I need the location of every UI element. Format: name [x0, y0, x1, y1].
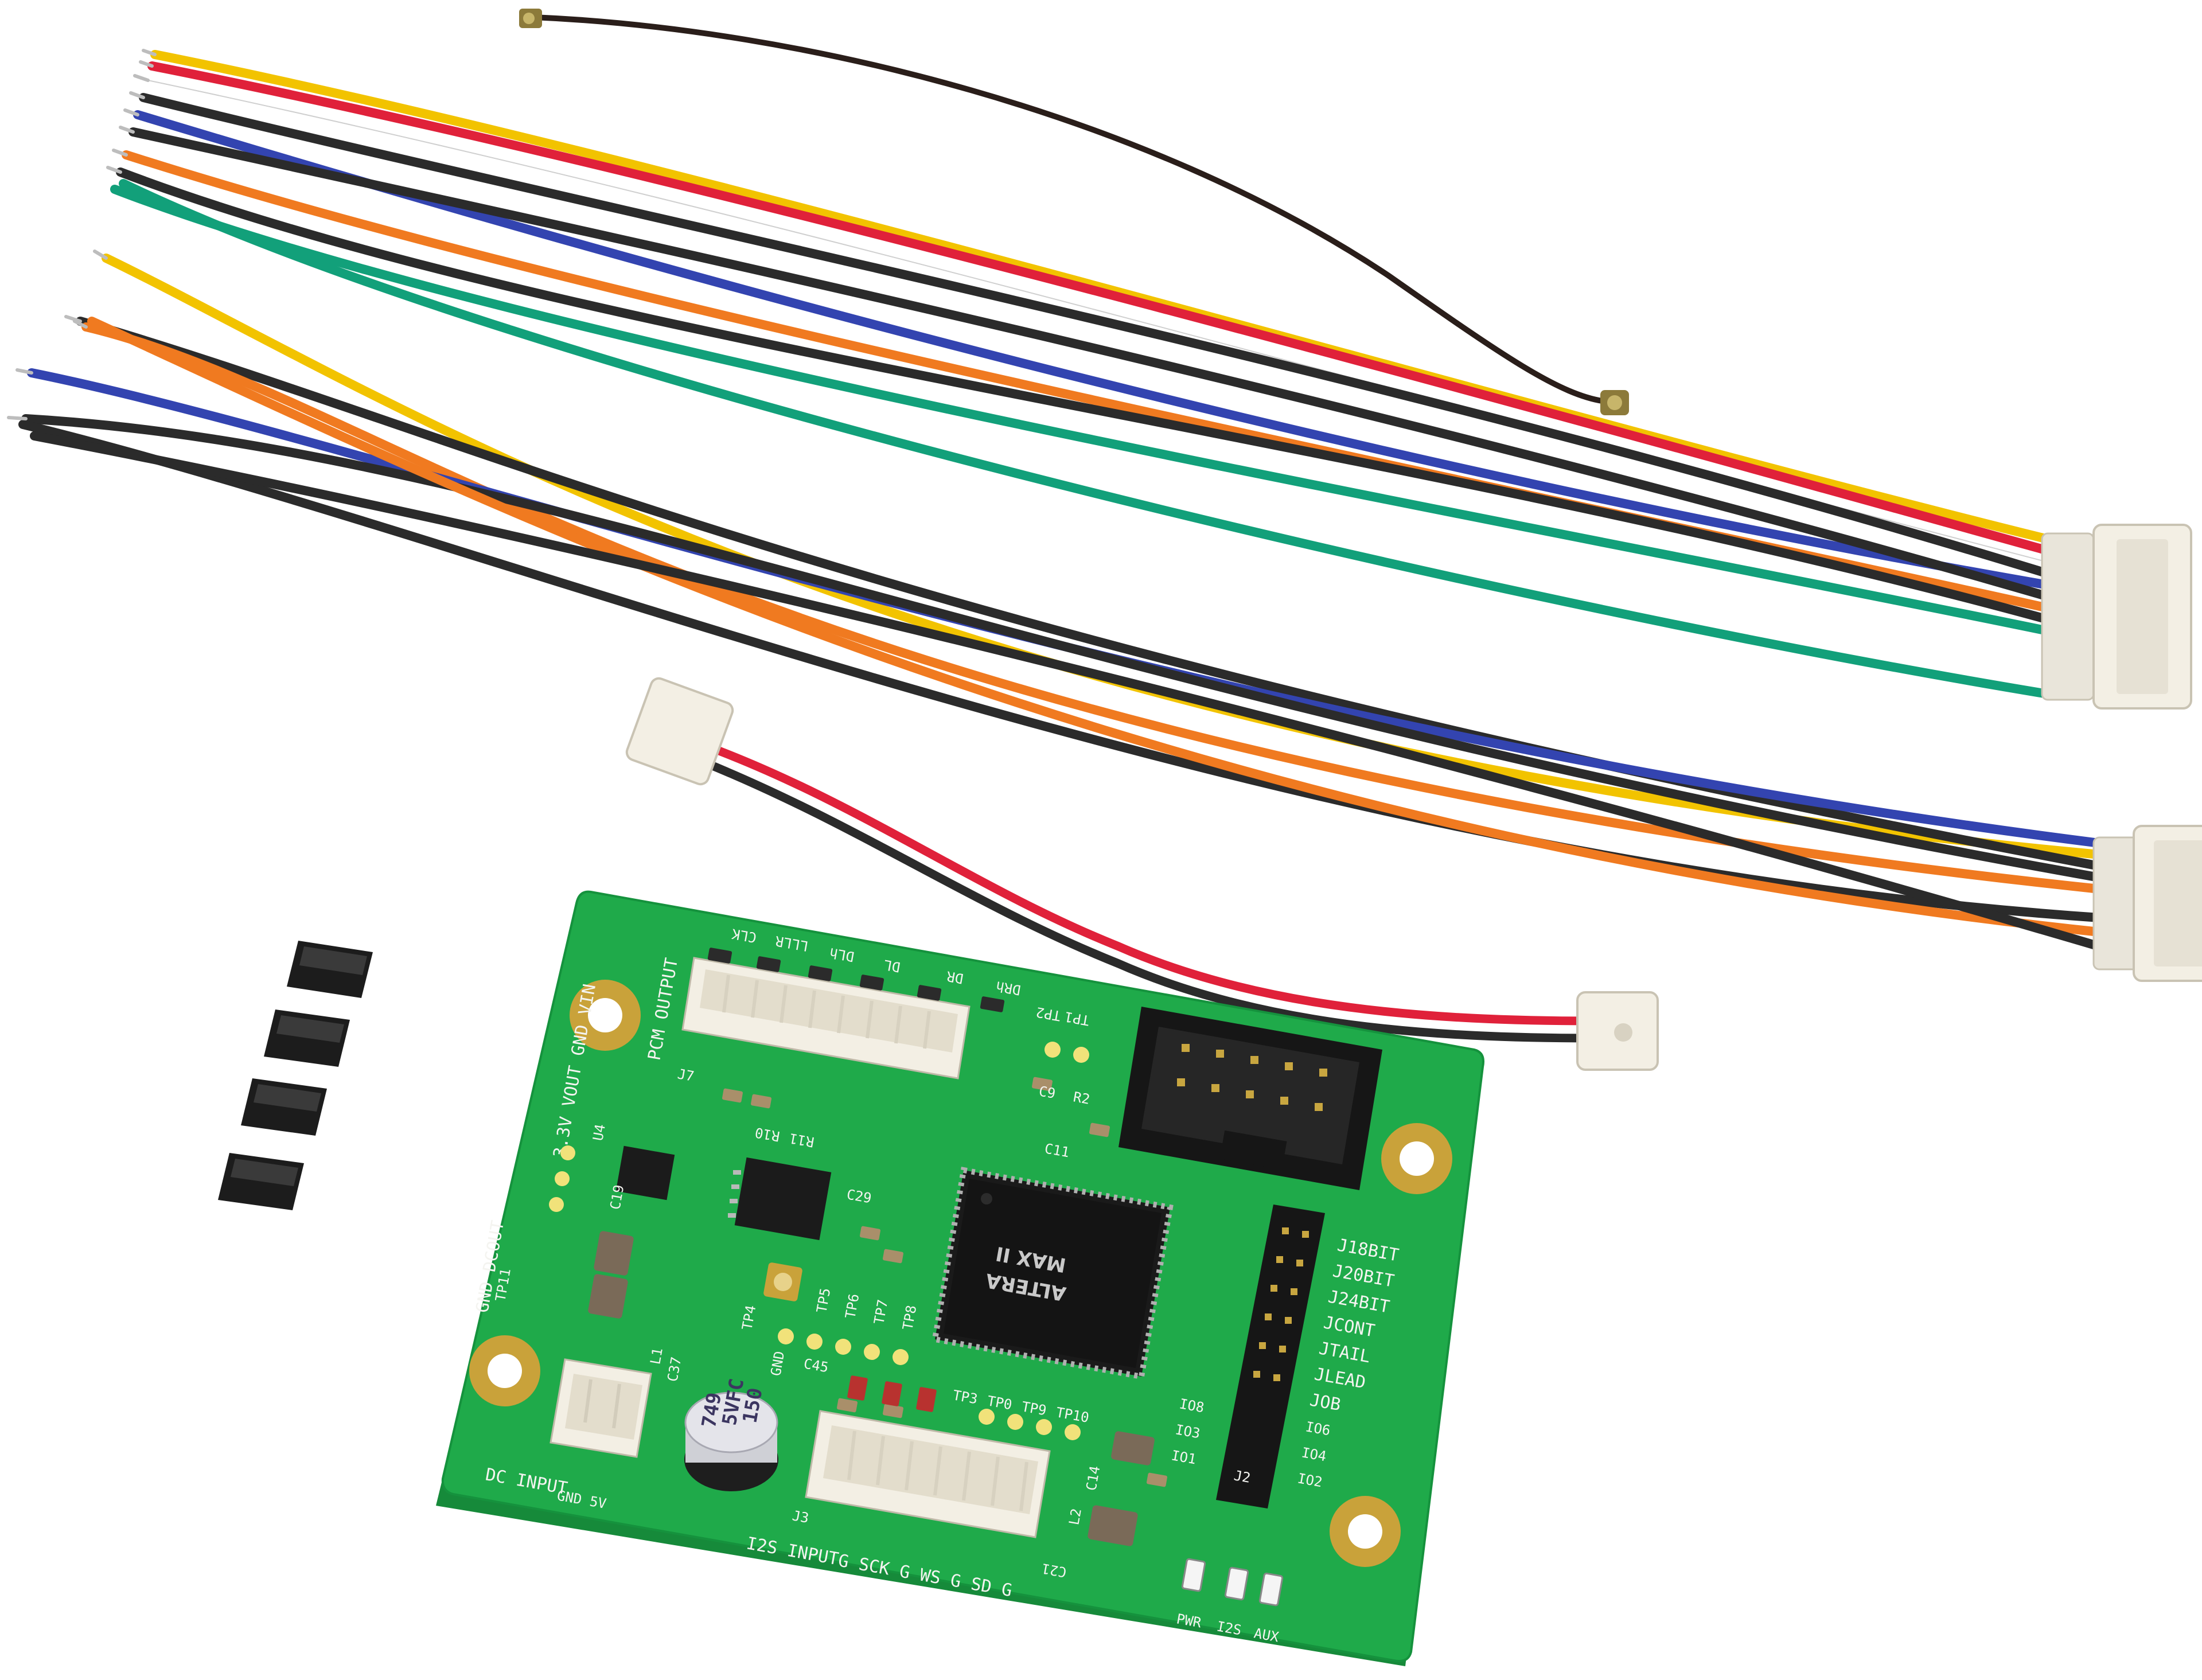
- ref-l2: L2: [1066, 1507, 1085, 1526]
- top-pin-label-dl: DL: [882, 957, 901, 976]
- lower-wire-tips: [7, 250, 108, 420]
- ref-c9: C9: [1038, 1083, 1057, 1102]
- lower-cable-harness: [18, 254, 2104, 951]
- test-points-middle: [778, 1328, 1081, 1440]
- jumper-shunts: [218, 941, 373, 1210]
- mounting-hole: [570, 980, 641, 1051]
- ref-r2: R2: [1072, 1089, 1091, 1108]
- dc-input-connector: [549, 1358, 652, 1458]
- status-leds: [1181, 1558, 1284, 1607]
- mounting-hole: [469, 1335, 540, 1406]
- led: [1258, 1572, 1284, 1607]
- pcm-output-connector: [681, 957, 971, 1079]
- upper-wire-tips: [106, 49, 157, 174]
- smd-resistors-top: [707, 948, 1005, 1012]
- smd-red-parts: [847, 1375, 937, 1412]
- ref-l1: L1: [647, 1347, 666, 1366]
- ic-u4: [615, 1145, 675, 1200]
- ic-regulator: [728, 1157, 832, 1241]
- test-points-top: TP2 TP1: [1035, 1004, 1091, 1063]
- fpga-chip: ALTERA MAX II: [932, 1167, 1174, 1380]
- mounting-hole: [1330, 1496, 1401, 1567]
- ref-u4: U4: [590, 1123, 609, 1142]
- jumper-shunt: [264, 1009, 350, 1067]
- lower-harness-connector: [2092, 825, 2202, 982]
- upper-harness-connector: [2041, 524, 2192, 710]
- j7-label: J7: [676, 1066, 695, 1085]
- led: [1224, 1566, 1249, 1601]
- jumper-shunt: [287, 941, 373, 998]
- jumper-shunt: [218, 1153, 304, 1210]
- smd-capacitors: [722, 1077, 1168, 1487]
- crystal: [763, 1262, 802, 1301]
- jtag-box-header: [1118, 1007, 1382, 1190]
- upper-cable-harness: [110, 50, 2053, 699]
- led-label-list: PWR I2S AUX: [1175, 1611, 1280, 1645]
- led: [1181, 1558, 1206, 1592]
- mounting-hole: [1381, 1123, 1452, 1194]
- electrolytic-capacitor: 749 5VFC 150: [684, 1377, 778, 1491]
- j2-label: J2: [1233, 1467, 1252, 1486]
- config-pin-header: [1216, 1205, 1325, 1509]
- pcb-board: PCM OUTPUT J7 CLK LLLR DLh DL DR DRh: [436, 890, 1484, 1666]
- j3-label: J3: [791, 1507, 810, 1526]
- power-header-pads: [549, 1145, 575, 1212]
- jumper-shunt: [241, 1078, 327, 1136]
- i2s-input-connector: [805, 1410, 1051, 1538]
- coax-pigtail: [519, 9, 1629, 415]
- power-cable: [625, 677, 1659, 1071]
- smd-inductors: [588, 1231, 1155, 1546]
- top-pin-label-dr: DR: [945, 968, 965, 987]
